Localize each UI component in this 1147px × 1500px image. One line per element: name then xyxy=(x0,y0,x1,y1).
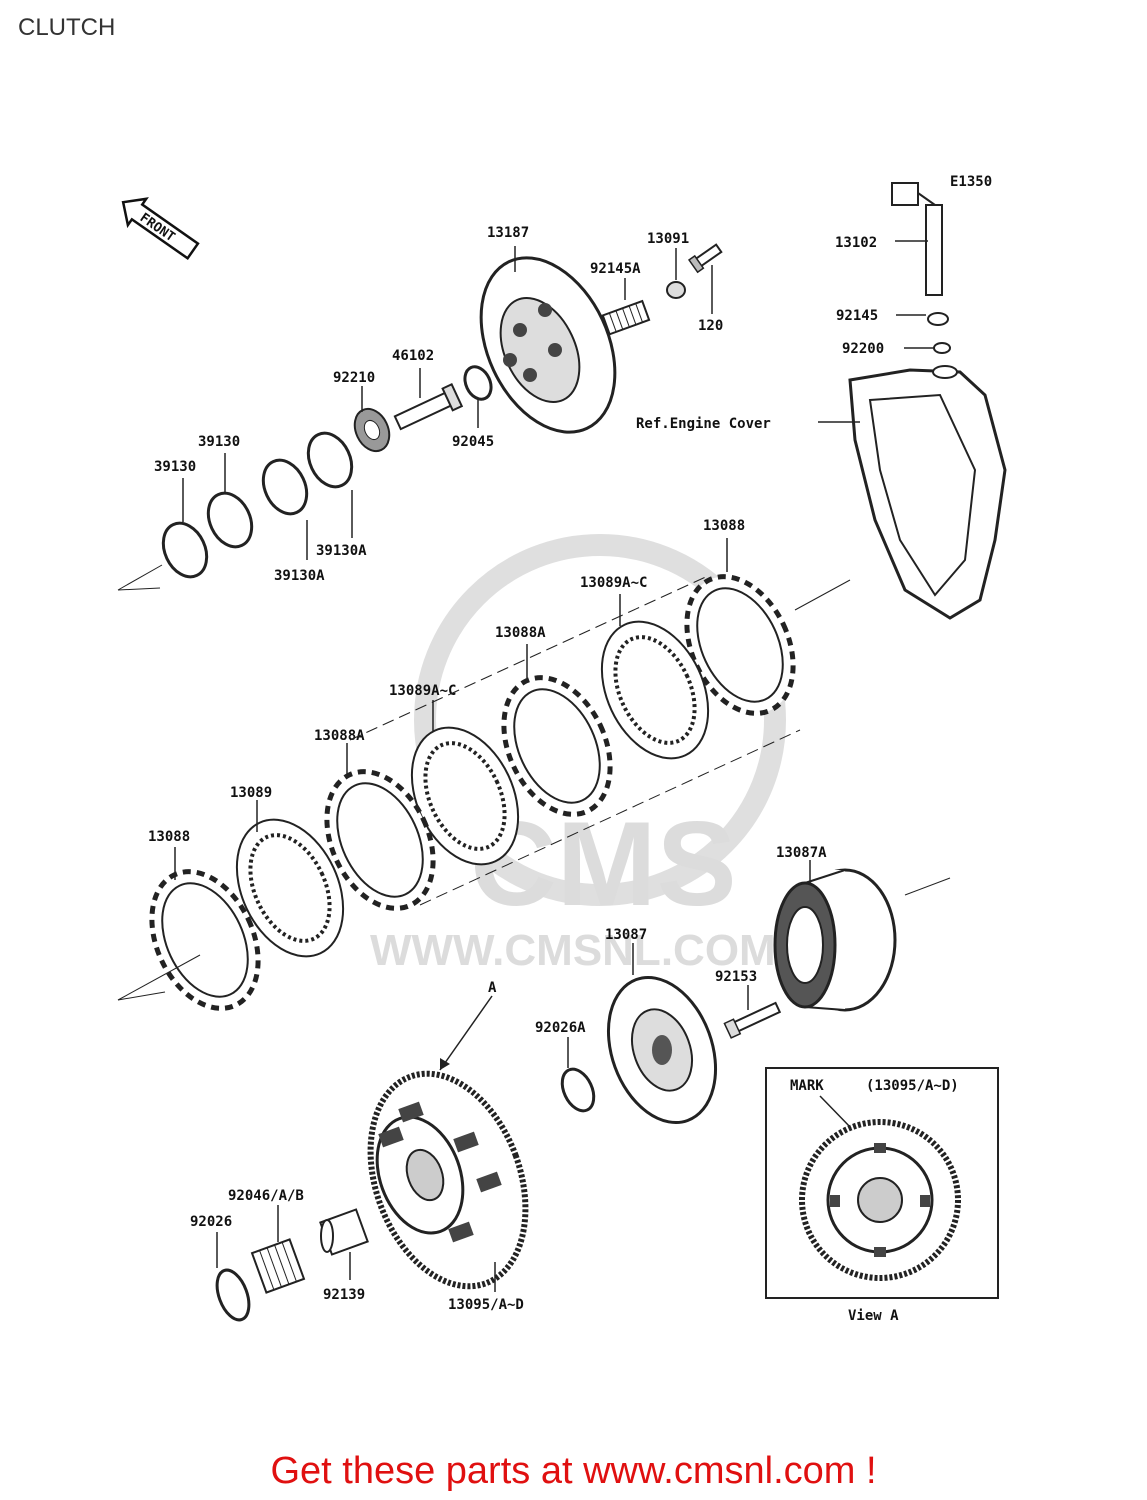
watermark-url: WWW.CMSNL.COM xyxy=(370,926,776,975)
washer-92026 xyxy=(215,1268,251,1322)
view-a-mark-label: MARK xyxy=(790,1078,824,1094)
view-a-box: MARK (13095/A~D) View A xyxy=(765,1067,999,1324)
engine-cover xyxy=(848,365,1007,620)
callout-13088A-mid: 13088A xyxy=(314,728,365,744)
callout-39130A-a: 39130A xyxy=(316,543,367,559)
callout-92139: 92139 xyxy=(323,1287,365,1303)
footer-shop-link[interactable]: Get these parts at www.cmsnl.com ! xyxy=(270,1450,877,1492)
clutch-spring xyxy=(601,299,651,336)
callout-13088-left: 13088 xyxy=(148,829,190,845)
steel-plate-13089AC-mid xyxy=(410,726,520,866)
callout-13102: 13102 xyxy=(835,235,877,251)
washer-92026A xyxy=(560,1067,596,1113)
callout-92210: 92210 xyxy=(333,370,375,386)
callout-92045: 92045 xyxy=(452,434,494,450)
callout-ref-engine-cover: Ref.Engine Cover xyxy=(636,416,771,432)
diagram-code: E1350 xyxy=(950,174,992,190)
bolt-92153 xyxy=(723,1001,782,1039)
torsion-spring xyxy=(927,312,949,326)
oil-seal xyxy=(463,365,493,401)
callout-92200: 92200 xyxy=(842,341,884,357)
callout-120: 120 xyxy=(698,318,723,334)
front-arrow-icon: FRONT xyxy=(121,197,200,261)
friction-plate-13088A-mid xyxy=(324,769,436,911)
callout-92145A: 92145A xyxy=(590,261,641,277)
callout-13087A: 13087A xyxy=(776,845,827,861)
callout-13095: 13095/A~D xyxy=(448,1297,524,1313)
release-shaft xyxy=(891,182,943,296)
view-a-pointer-letter: A xyxy=(488,980,497,996)
page-title: CLUTCH xyxy=(18,14,116,41)
callout-13091: 13091 xyxy=(647,231,689,247)
clutch-hub xyxy=(773,868,897,1012)
friction-plate-13088-top xyxy=(684,574,796,716)
clutch-exploded-diagram: CMS WWW.CMSNL.COM E1350 FRONT 13187 9214… xyxy=(117,174,1007,1324)
pressure-plate xyxy=(479,256,617,434)
callout-13087: 13087 xyxy=(605,927,647,943)
sleeve xyxy=(319,1208,369,1256)
bearing xyxy=(353,407,391,453)
clutch-plate-13087 xyxy=(606,975,718,1125)
callout-92026A: 92026A xyxy=(535,1020,586,1036)
view-a-part-label: (13095/A~D) xyxy=(866,1078,959,1094)
release-plates xyxy=(161,431,354,579)
callout-92145: 92145 xyxy=(836,308,878,324)
spring-holder xyxy=(666,281,686,299)
callout-39130-a: 39130 xyxy=(154,459,196,475)
steel-plate-13089AC-top xyxy=(600,620,710,760)
steel-plate-13089 xyxy=(235,818,345,958)
clutch-push-rod xyxy=(393,383,464,431)
clutch-housing xyxy=(367,1070,529,1290)
callout-92026: 92026 xyxy=(190,1214,232,1230)
callout-13187: 13187 xyxy=(487,225,529,241)
callout-39130-b: 39130 xyxy=(198,434,240,450)
callout-46102: 46102 xyxy=(392,348,434,364)
view-a-caption: View A xyxy=(848,1308,899,1324)
callout-39130A-b: 39130A xyxy=(274,568,325,584)
callout-13089AC-top: 13089A~C xyxy=(580,575,647,591)
washer xyxy=(933,342,951,354)
callout-92046: 92046/A/B xyxy=(228,1188,304,1204)
callout-13088-top: 13088 xyxy=(703,518,745,534)
bolt xyxy=(687,243,723,274)
callout-13088A-top: 13088A xyxy=(495,625,546,641)
needle-bearing xyxy=(250,1238,306,1294)
callout-13089AC-mid: 13089A~C xyxy=(389,683,456,699)
callout-92153: 92153 xyxy=(715,969,757,985)
callout-13089: 13089 xyxy=(230,785,272,801)
friction-plate-13088A-top xyxy=(501,675,613,817)
